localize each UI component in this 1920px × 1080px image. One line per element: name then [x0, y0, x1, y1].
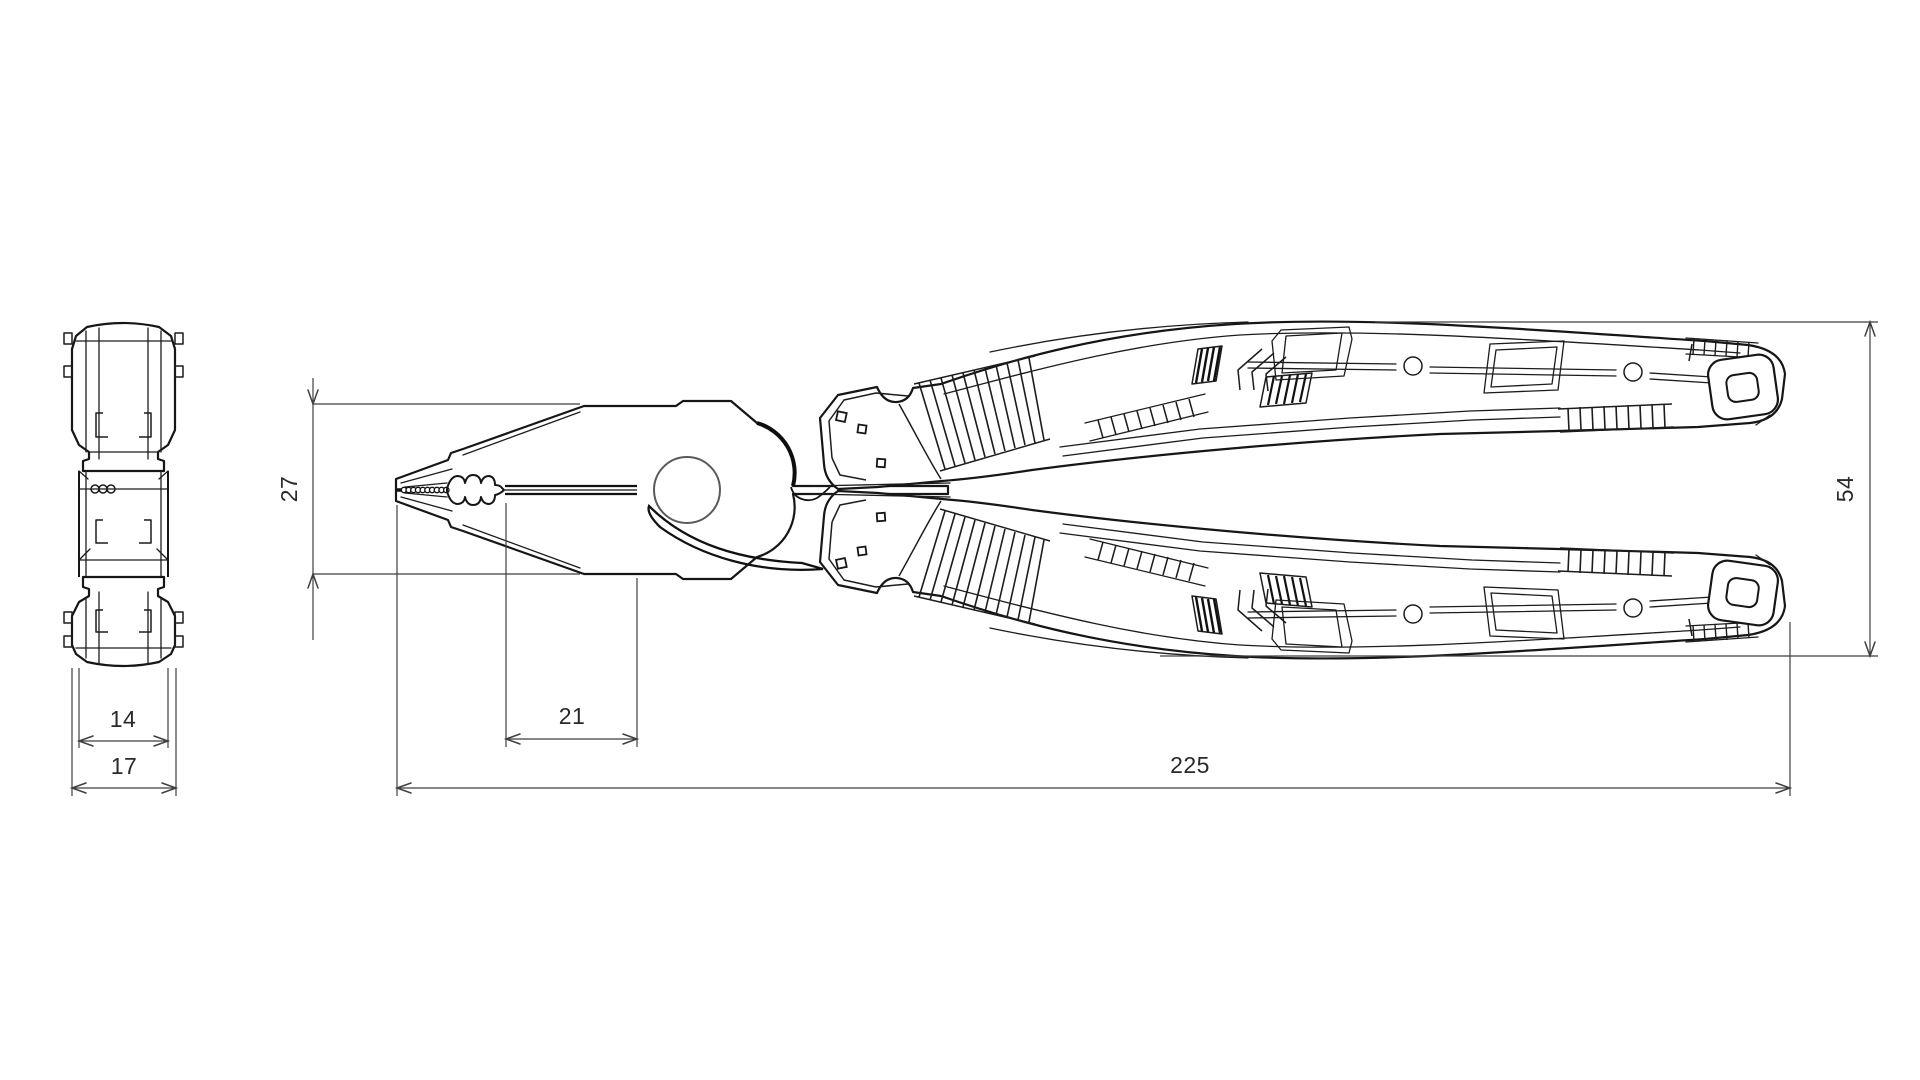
jaw-serrations: [397, 411, 637, 569]
bolster-studs: [834, 410, 887, 469]
dimension-14: 14: [76, 668, 171, 748]
head-arc: [756, 421, 797, 487]
dim-label-overall-width: 17: [111, 753, 138, 779]
dim-label-handle-spread: 54: [1832, 476, 1858, 503]
lower-jaw-wedge: [647, 503, 824, 571]
end-view: [63, 321, 184, 668]
dim-label-body-width: 14: [110, 706, 137, 732]
dimension-54: 54: [1160, 319, 1878, 659]
side-view: [394, 320, 1787, 660]
grip-pinstripes: [1059, 356, 1713, 457]
dimension-225: 225: [394, 505, 1793, 796]
upper-handle: [818, 320, 1787, 491]
dimension-27: 27: [276, 378, 580, 640]
dimensions: 27 21 225 54: [69, 319, 1878, 796]
lower-handle: [818, 489, 1787, 660]
grip-comb-mid: [1084, 393, 1209, 442]
dimension-17: 17: [69, 668, 179, 796]
end-view-top-grip: [70, 321, 177, 473]
pivot-rivet: [653, 456, 721, 524]
cutting-edges: [505, 484, 637, 496]
joint-gap-curve: [790, 486, 831, 501]
end-view-bottom-grip: [70, 575, 177, 668]
grip-rib-band: [913, 355, 1051, 472]
handle-gap-lines: [811, 482, 951, 498]
dim-label-cutting-edge: 21: [559, 703, 586, 729]
dim-label-head-height: 27: [276, 476, 302, 503]
handle-end-loop: [1706, 353, 1780, 426]
dim-label-overall-length: 225: [1170, 752, 1210, 778]
end-view-body: [78, 470, 169, 578]
grip-pads: [1271, 326, 1565, 394]
grip-comb-end: [1557, 403, 1675, 433]
dimension-21: 21: [503, 503, 640, 747]
